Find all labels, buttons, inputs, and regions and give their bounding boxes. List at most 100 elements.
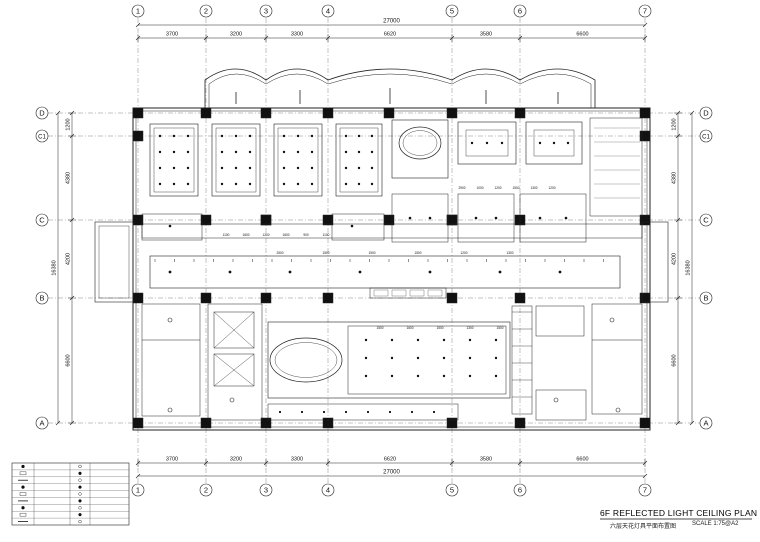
structural-column (200, 107, 212, 119)
downlight (350, 224, 354, 228)
structural-column (322, 214, 334, 226)
dimension-text: 3200 (230, 32, 242, 38)
grid-bubble-A (699, 416, 713, 430)
downlight (282, 150, 286, 154)
downlight (370, 182, 374, 186)
structural-column (322, 292, 334, 304)
dimension-text: 3700 (166, 32, 178, 38)
downlight (358, 270, 362, 274)
room-dimension-text: 1300 (466, 326, 473, 330)
legend-symbol (78, 513, 82, 517)
dimension-text: 3300 (291, 457, 303, 463)
overall-dimension: 27000 (383, 19, 400, 25)
grid-label-B: B (703, 294, 708, 303)
downlight (410, 410, 414, 414)
dimension-text: 3700 (166, 457, 178, 463)
oval-ceiling-feature (398, 126, 442, 160)
downlight (172, 150, 176, 154)
dimension-text: 6600 (66, 354, 72, 366)
grid-label-D: D (39, 109, 45, 118)
room-outline (391, 193, 449, 243)
grid-label-6: 6 (518, 7, 522, 16)
title-block: 6F REFLECTED LIGHT CEILING PLAN 六层天花灯具平面… (600, 508, 757, 534)
room-ceiling-inset (277, 127, 319, 193)
grid-bubble-3 (259, 4, 273, 18)
downlight (370, 150, 374, 154)
downlight (282, 182, 286, 186)
left-annex-inner (98, 225, 130, 299)
downlight (186, 134, 190, 138)
downlight (468, 338, 472, 342)
downlight (538, 141, 542, 145)
structural-column (639, 107, 651, 119)
downlight (168, 224, 172, 228)
room-dimension-text: 1000 (476, 186, 483, 190)
downlight (234, 150, 238, 154)
overall-dimension: 16380 (52, 260, 58, 275)
structural-column (514, 107, 526, 119)
drawing-line (135, 22, 141, 28)
room-dimension-text: 1500 (512, 186, 519, 190)
downlight (364, 338, 368, 342)
legend-symbol (78, 464, 82, 469)
structural-column (639, 130, 651, 142)
downlight (158, 166, 162, 170)
room-ceiling-inset (215, 127, 257, 193)
downlight (310, 134, 314, 138)
structural-column (639, 292, 651, 304)
grid-bubble-3 (259, 483, 273, 497)
legend-symbol (21, 506, 25, 510)
grid-label-5: 5 (450, 7, 454, 16)
downlight (282, 166, 286, 170)
hall-ceiling (267, 321, 511, 399)
dimension-text: 1200 (672, 118, 678, 130)
legend-symbol (21, 464, 25, 469)
grid-label-A: A (703, 419, 708, 428)
ceiling-fixture (167, 407, 173, 413)
small-room (535, 305, 585, 337)
downlight (390, 356, 394, 360)
side-room-outline (589, 117, 643, 217)
service-shaft (511, 305, 533, 415)
downlight (248, 134, 252, 138)
building-inner-outline (135, 110, 648, 428)
downlight (322, 410, 326, 414)
downlight (288, 270, 292, 274)
grid-bubble-4 (321, 4, 335, 18)
drawing-title-chinese: 六层天花灯具平面布置图 (610, 524, 677, 530)
grid-label-1: 1 (136, 7, 140, 16)
drawing-line (213, 353, 255, 387)
downlight (310, 166, 314, 170)
room-dimension-text: 2900 (458, 186, 465, 190)
grid-bubble-B (35, 291, 49, 305)
lower-left-room (141, 303, 201, 417)
grid-bubble-6 (513, 4, 527, 18)
downlight (158, 182, 162, 186)
downlight (364, 356, 368, 360)
legend-symbol (78, 506, 82, 510)
structural-column (132, 214, 144, 226)
structural-column (383, 107, 395, 119)
structural-column (446, 214, 458, 226)
downlight (344, 150, 348, 154)
grid-bubble-D (35, 106, 49, 120)
downlight (357, 150, 361, 154)
downlight (370, 134, 374, 138)
structural-column (132, 130, 144, 142)
dimension-text: 1200 (66, 118, 72, 130)
curved-parapet-inner (208, 73, 592, 108)
oval-ceiling-feature (269, 337, 343, 383)
downlight (432, 410, 436, 414)
downlight (408, 216, 412, 220)
downlight (442, 374, 446, 378)
structural-column (132, 417, 144, 429)
legend-symbol (21, 485, 25, 489)
downlight (366, 410, 370, 414)
cabinet-door (391, 289, 407, 297)
downlight (186, 166, 190, 170)
grid-label-5: 5 (450, 486, 454, 495)
room-dimension-text: 1500 (368, 251, 375, 255)
room-dimension-text: 1200 (548, 186, 555, 190)
downlight (500, 141, 504, 145)
downlight (186, 150, 190, 154)
